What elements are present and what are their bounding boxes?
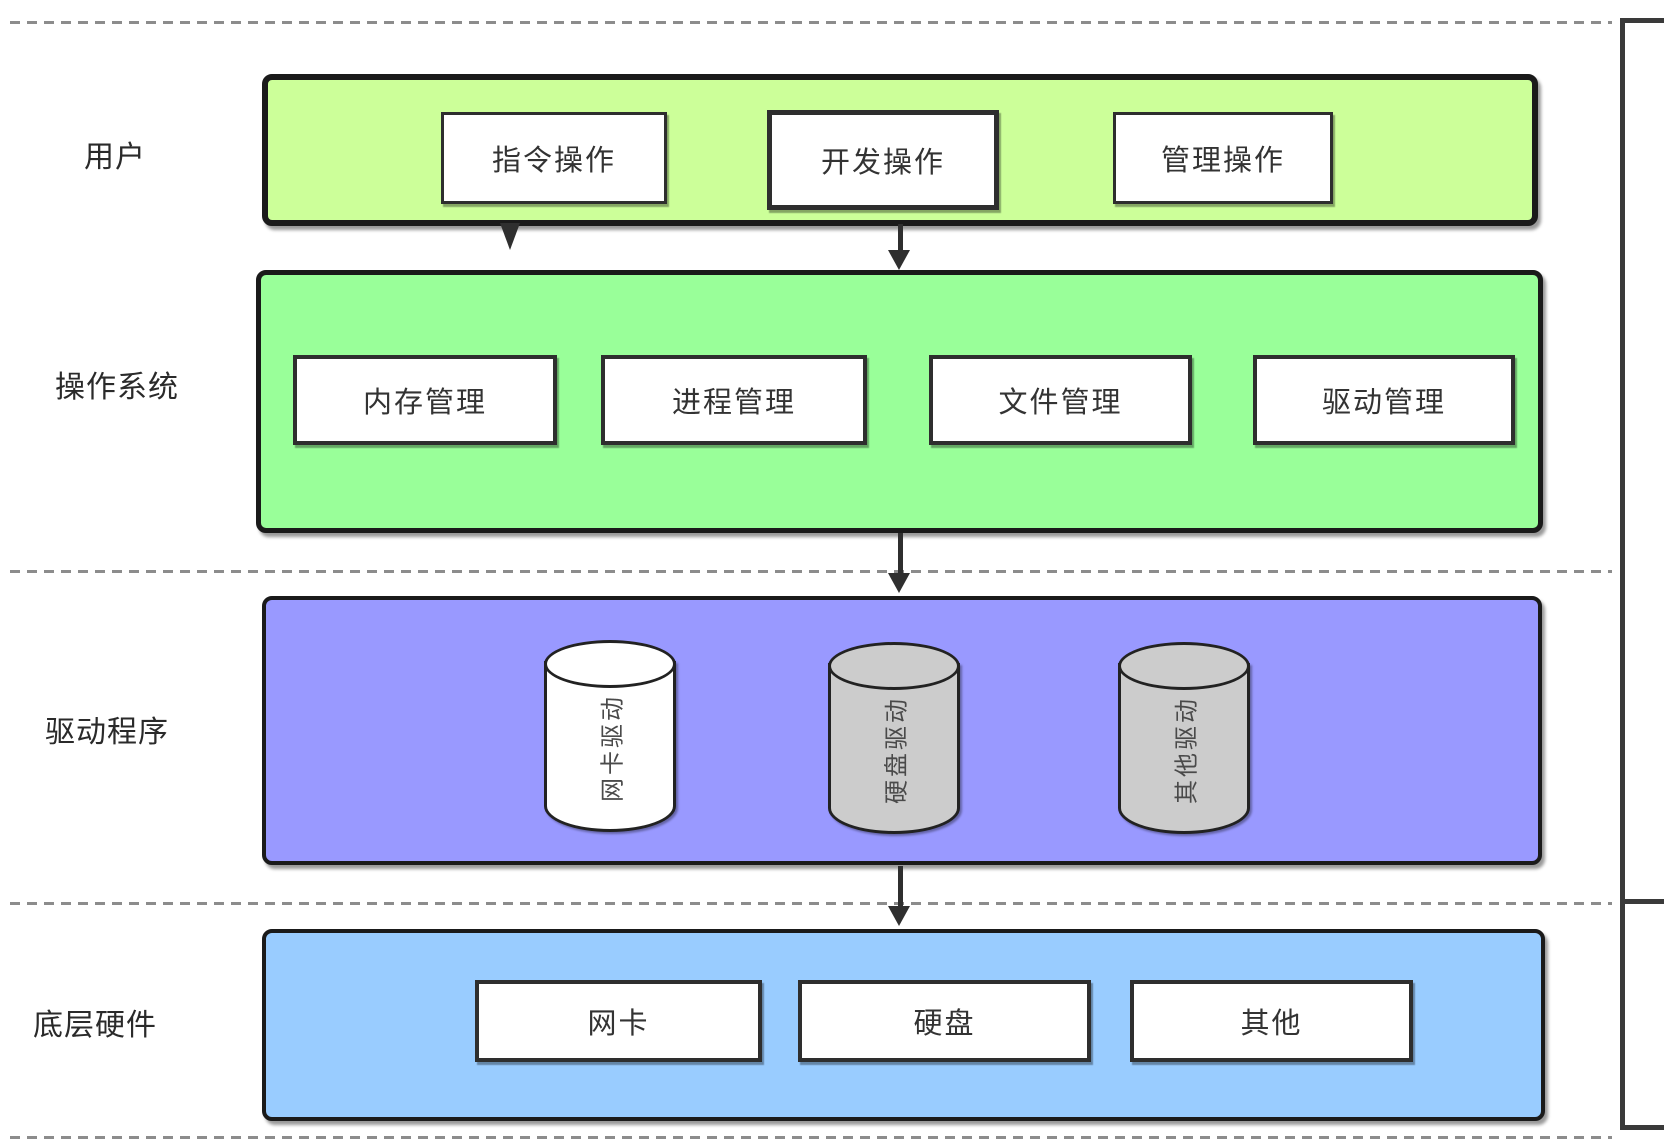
cylinder-network-card-driver: 网卡驱动 (544, 640, 676, 832)
cylinder-hard-disk-driver: 硬盘驱动 (828, 642, 960, 834)
box-management-operations: 管理操作 (1113, 112, 1333, 204)
right-bracket-line (1620, 18, 1625, 1130)
arrow-driver-to-hardware-shaft (898, 866, 903, 907)
dashed-separator-top (10, 21, 1612, 24)
box-command-operations: 指令操作 (441, 112, 667, 204)
os-layer-band: 内存管理 进程管理 文件管理 驱动管理 (256, 270, 1543, 533)
box-memory-management: 内存管理 (293, 355, 557, 445)
label-os-layer: 操作系统 (55, 370, 179, 405)
cylinder-body (828, 663, 960, 834)
label-hardware-layer: 底层硬件 (33, 1008, 157, 1043)
cylinder-top-ellipse (1118, 642, 1250, 690)
right-bracket-tick-top (1620, 18, 1664, 23)
box-hard-disk: 硬盘 (798, 980, 1091, 1062)
cylinder-other-driver: 其他驱动 (1118, 642, 1250, 834)
box-process-management: 进程管理 (601, 355, 867, 445)
arrow-driver-to-hardware-head-icon (888, 906, 910, 926)
hardware-layer-band: 网卡 硬盘 其他 (262, 929, 1545, 1121)
label-user-layer: 用户 (84, 140, 146, 175)
label-driver-layer: 驱动程序 (45, 715, 169, 750)
box-network-card: 网卡 (475, 980, 762, 1062)
cylinder-label: 其他驱动 (1172, 695, 1201, 804)
box-development-operations: 开发操作 (767, 110, 999, 210)
arrow-os-to-driver-head-icon (888, 573, 910, 593)
driver-layer-band: 网卡驱动 硬盘驱动 其他驱动 (262, 596, 1542, 865)
cylinder-body (544, 661, 676, 832)
cylinder-label: 网卡驱动 (598, 693, 627, 802)
arrow-user-to-os-head-icon (888, 250, 910, 270)
arrowhead-down-icon (500, 223, 520, 250)
dashed-separator-os-driver (10, 570, 1612, 573)
dashed-separator-bottom (10, 1136, 1612, 1139)
box-other: 其他 (1130, 980, 1413, 1062)
cylinder-top-ellipse (544, 640, 676, 688)
arrow-user-to-os-shaft (898, 224, 903, 251)
right-bracket-tick-bottom (1620, 1125, 1664, 1130)
cylinder-top-ellipse (828, 642, 960, 690)
cylinder-body (1118, 663, 1250, 834)
cylinder-label: 硬盘驱动 (882, 695, 911, 804)
arrow-os-to-driver-shaft (898, 533, 903, 574)
box-file-management: 文件管理 (929, 355, 1192, 445)
box-driver-management: 驱动管理 (1253, 355, 1515, 445)
right-bracket-tick-middle (1620, 899, 1664, 904)
dashed-separator-driver-hw (10, 902, 1612, 905)
user-layer-band: 指令操作 开发操作 管理操作 (262, 74, 1538, 226)
